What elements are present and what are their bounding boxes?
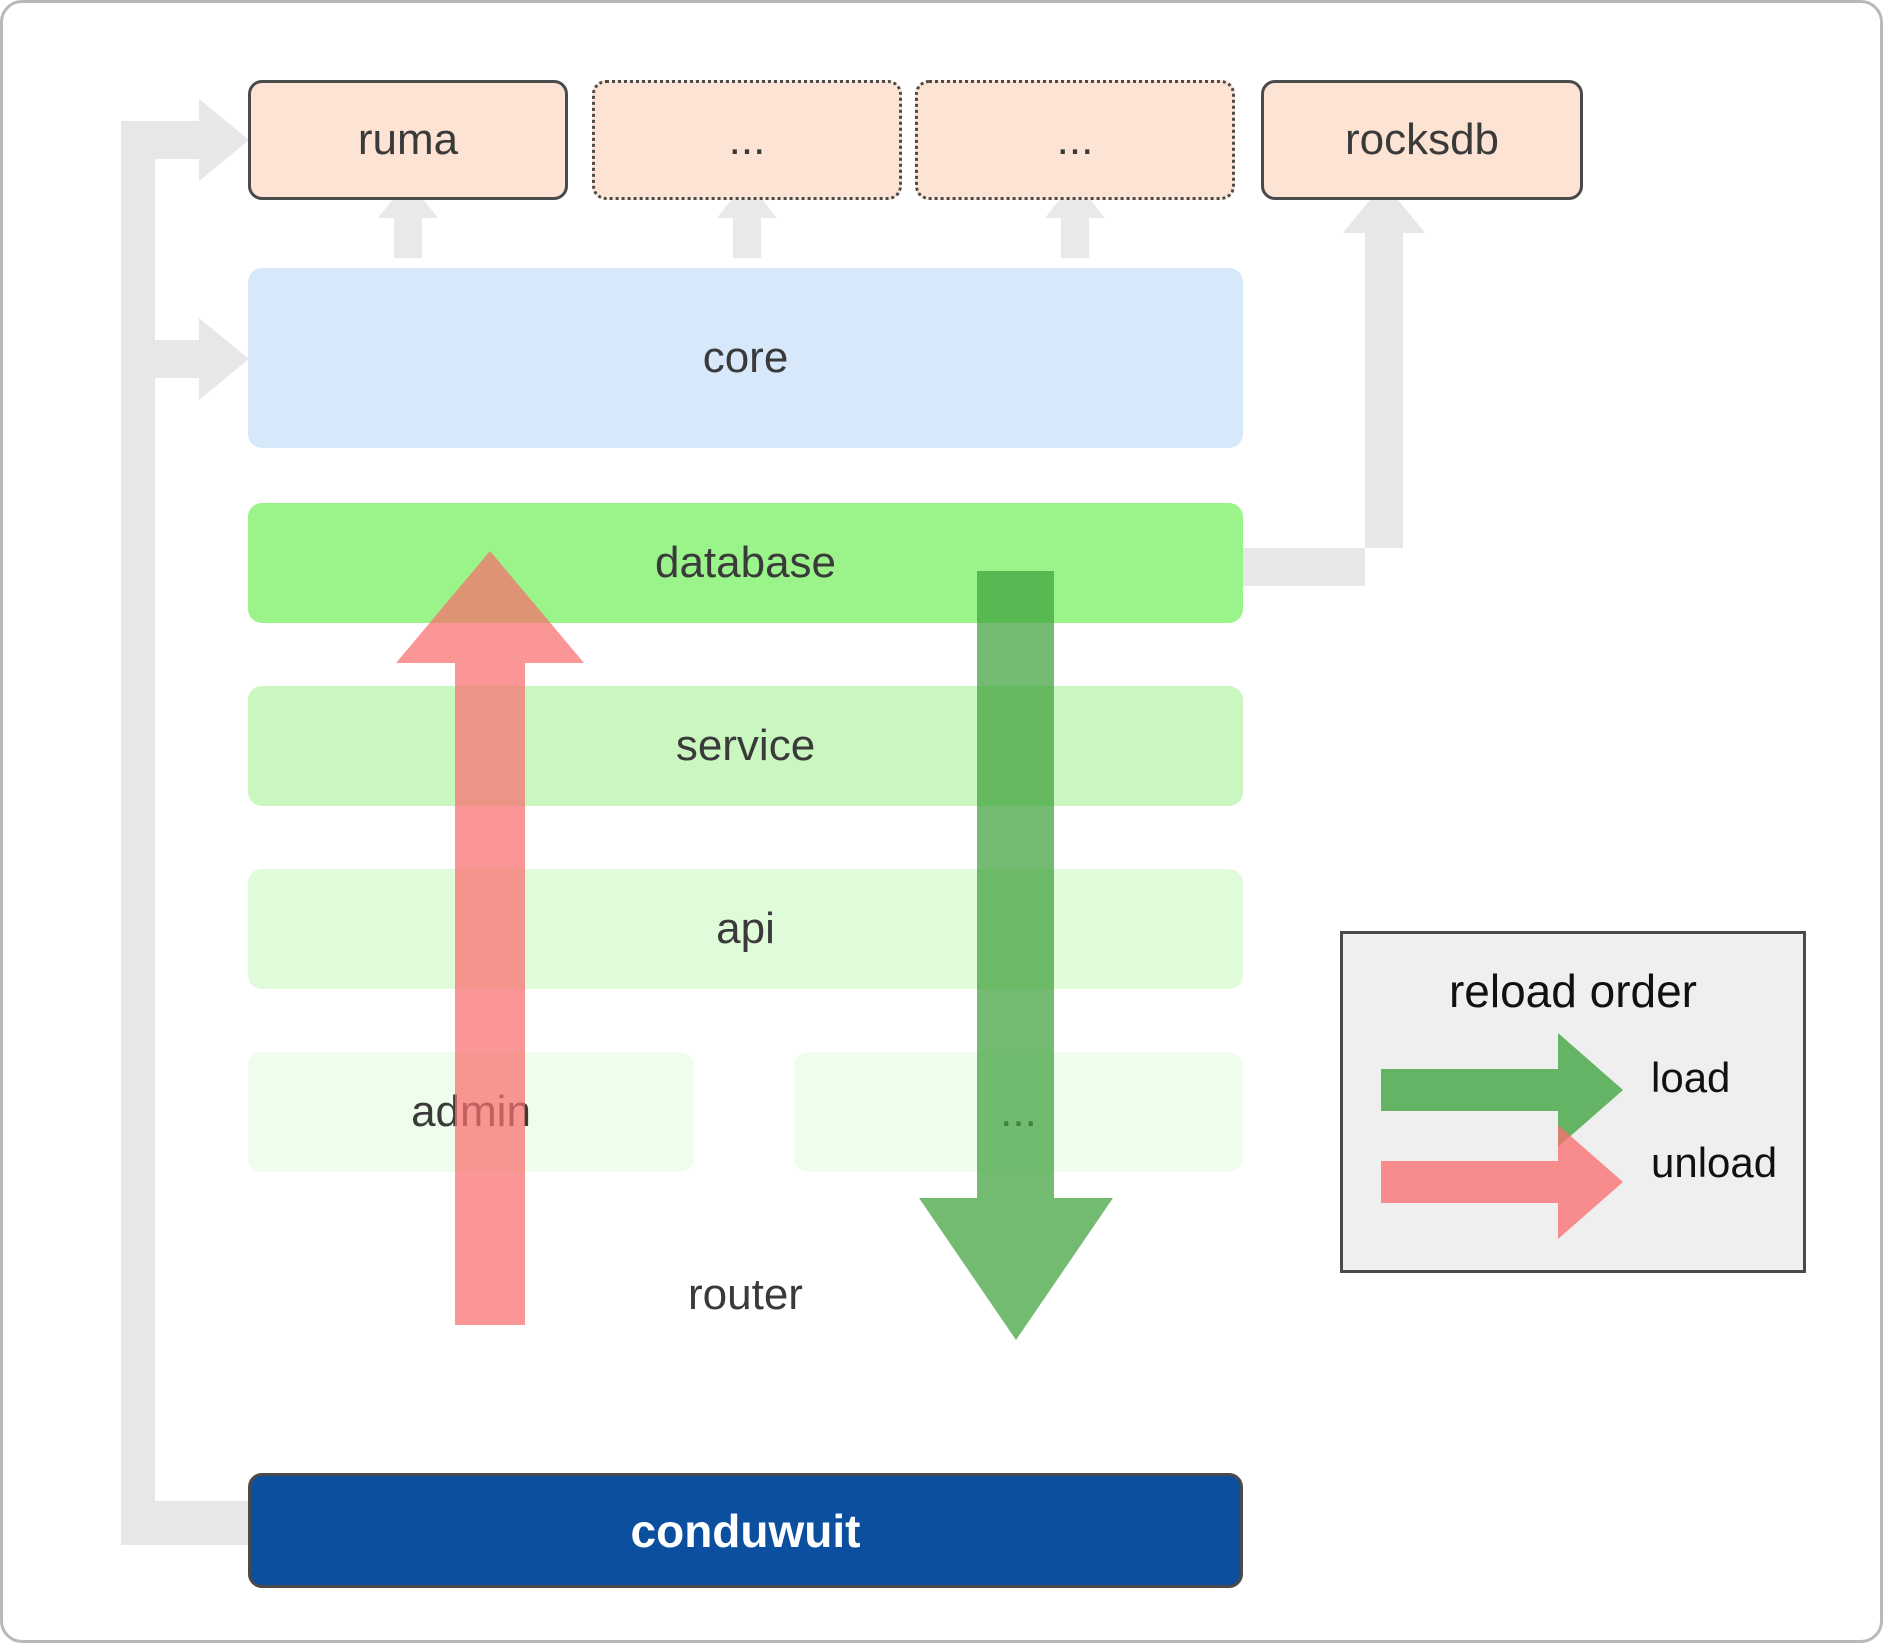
dependency-box-ellipsis-1[interactable]: ...: [592, 80, 902, 200]
layer-box-ellipsis-3[interactable]: ...: [794, 1052, 1243, 1172]
layer-box-router[interactable]: router: [248, 1235, 1243, 1355]
connector-arrows-layer: [121, 99, 1425, 1545]
layer-label-admin: admin: [411, 1087, 531, 1136]
dependency-box-ruma[interactable]: ruma: [248, 80, 568, 200]
dependency-label-ellipsis-2: ...: [1056, 115, 1094, 164]
layer-box-core[interactable]: core: [248, 268, 1243, 448]
core-to-dependency-arrows: [378, 180, 1105, 258]
dependency-box-ellipsis-2[interactable]: ...: [915, 80, 1235, 200]
legend-box: reload order load unload: [1340, 931, 1806, 1273]
legend-arrow-icons: [1381, 1033, 1623, 1239]
layer-label-api: api: [716, 904, 775, 953]
connector-to-core: [121, 318, 249, 400]
connector-conduwuit-stub: [121, 1501, 253, 1545]
layer-label-database: database: [654, 538, 837, 587]
connector-conduwuit-spine: [121, 135, 155, 1523]
dependency-label-rocksdb: rocksdb: [1344, 115, 1500, 164]
legend-label-unload: unload: [1651, 1139, 1778, 1186]
layer-label-router: router: [688, 1270, 803, 1319]
connector-database-to-rocksdb: [1243, 183, 1425, 586]
dependency-label-ellipsis-1: ...: [728, 115, 766, 164]
binary-label-conduwuit: conduwuit: [630, 1504, 861, 1557]
layer-label-ellipsis-3: ...: [1000, 1087, 1037, 1136]
layer-box-api[interactable]: api: [248, 869, 1243, 989]
layer-label-service: service: [675, 721, 816, 770]
layer-box-admin[interactable]: admin: [248, 1052, 694, 1172]
legend-label-load: load: [1651, 1054, 1731, 1101]
layer-label-core: core: [702, 333, 789, 382]
reload-order-arrows-layer: [396, 551, 1113, 1340]
dependency-box-rocksdb[interactable]: rocksdb: [1261, 80, 1583, 200]
layer-box-service[interactable]: service: [248, 686, 1243, 806]
binary-box-conduwuit[interactable]: conduwuit: [248, 1473, 1243, 1588]
dependency-label-ruma: ruma: [357, 115, 459, 164]
connector-to-ruma: [121, 99, 249, 181]
layer-box-database[interactable]: database: [248, 503, 1243, 623]
legend-title: reload order: [1448, 965, 1698, 1017]
